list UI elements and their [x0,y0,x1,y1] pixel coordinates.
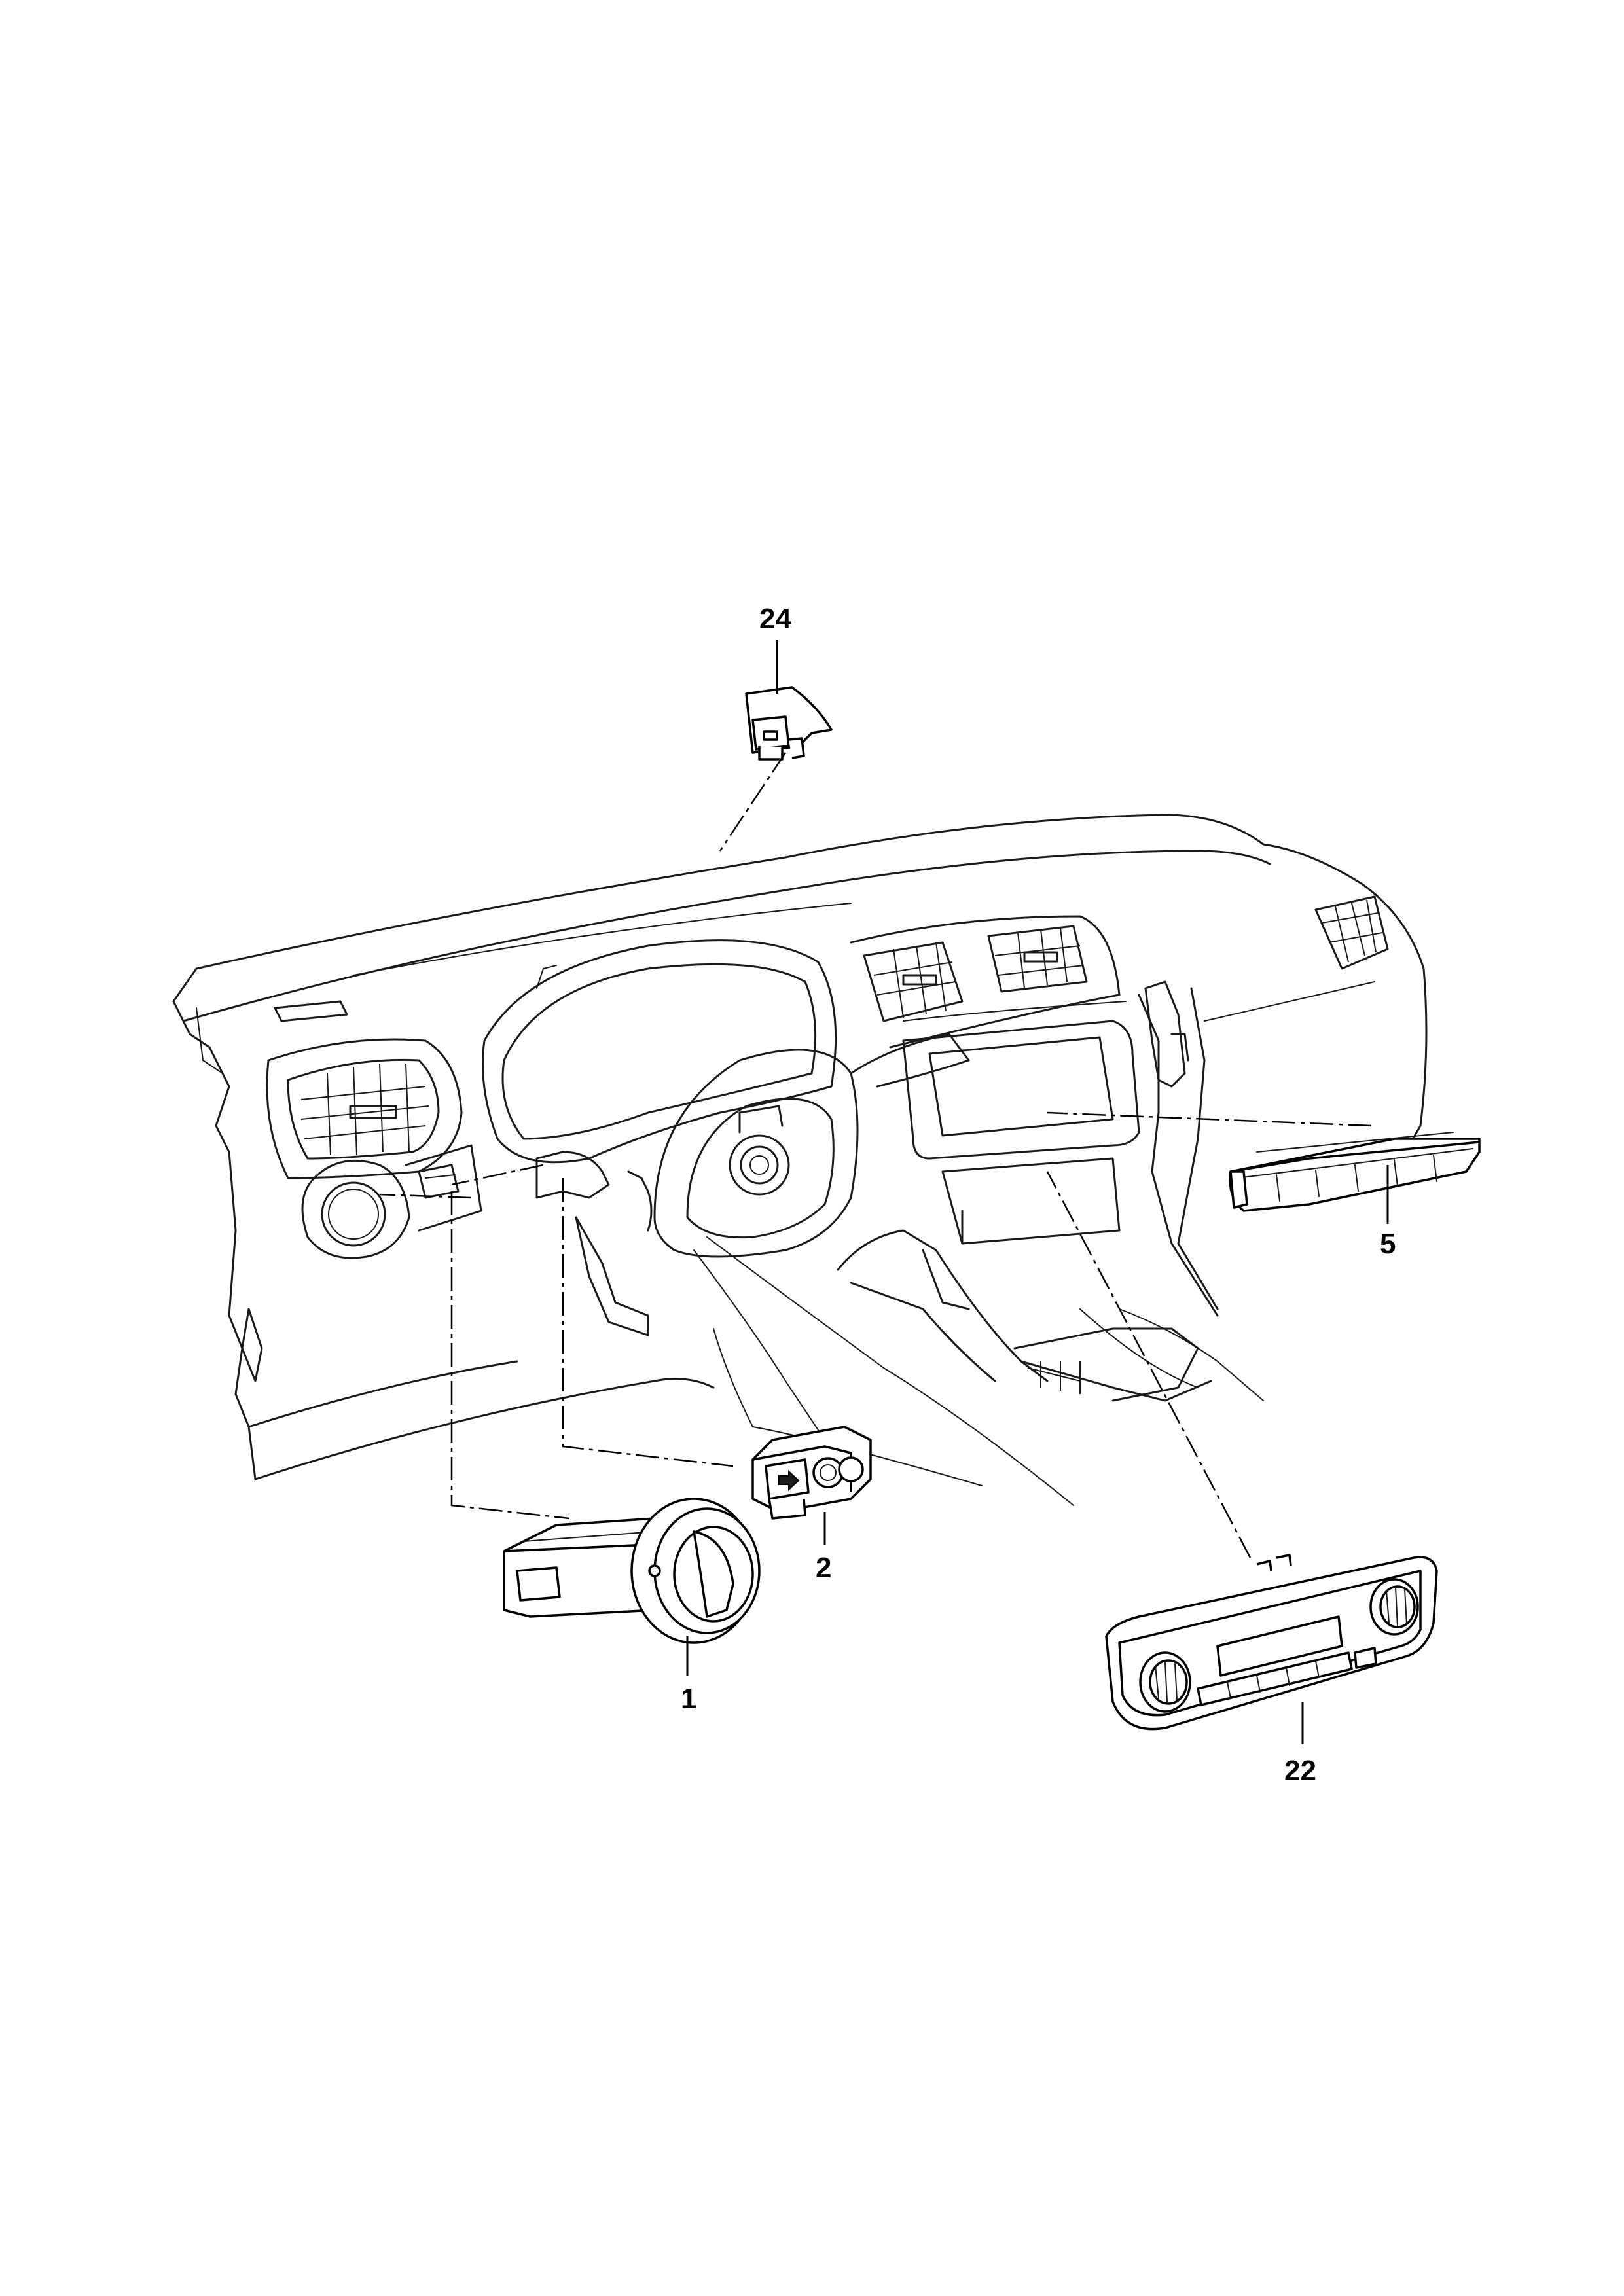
steering-column [653,1033,970,1258]
callout-2: 2 [816,1552,831,1584]
part-5-switch-strip [1229,1132,1481,1212]
dashboard-illustration [172,814,1428,1506]
part-24-cover-switch [745,686,833,761]
callout-22: 22 [1284,1755,1316,1787]
right-air-vent [1314,895,1389,970]
center-display [902,1001,1140,1160]
part-22-climate-control-panel [1105,1554,1438,1731]
headlight-switch-opening [301,1144,482,1259]
callout-labels: 24 5 2 1 22 [681,603,1396,1787]
callout-leaders [686,640,1389,1744]
part-1-light-switch [503,1498,761,1644]
center-air-vents [850,915,1121,1049]
callout-1: 1 [681,1683,696,1715]
assembly-leader-lines [379,752,1372,1558]
instrument-cluster [482,939,837,1164]
callout-24: 24 [759,603,791,635]
left-air-vent [266,1038,463,1179]
callout-5: 5 [1380,1228,1396,1260]
part-2-dimmer-switch [751,1426,872,1520]
